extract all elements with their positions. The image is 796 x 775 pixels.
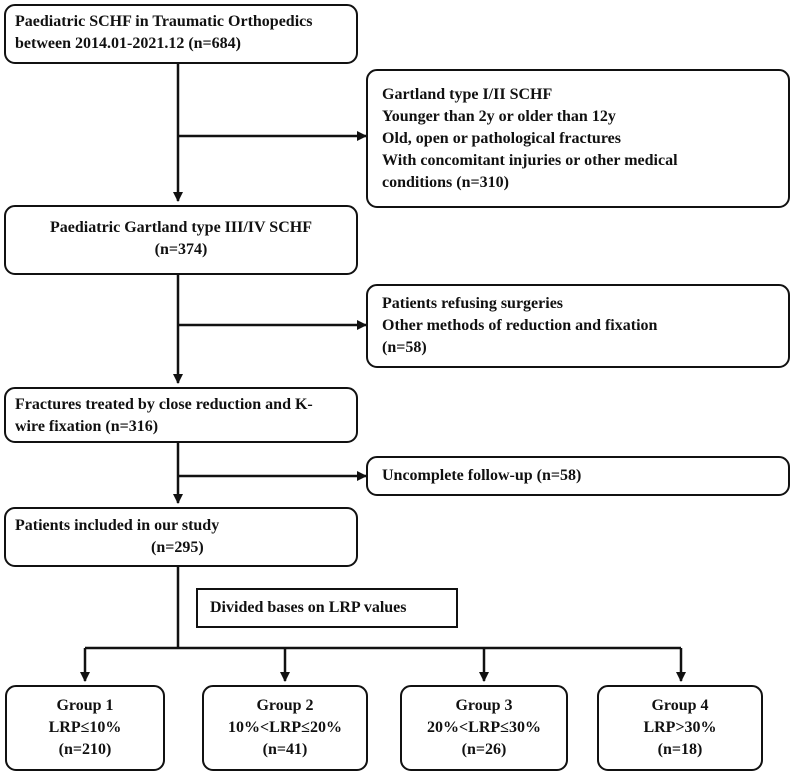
gartland-box: Paediatric Gartland type III/IV SCHF (n=… bbox=[4, 205, 358, 275]
excl1-line-3: Old, open or pathological fractures bbox=[382, 130, 621, 147]
group-1-range: LRP≤10% bbox=[48, 719, 122, 736]
exclusion-box-2: Patients refusing surgeries Other method… bbox=[366, 284, 790, 368]
excl2-line-2: Other methods of reduction and fixation bbox=[382, 317, 658, 334]
group-3-title: Group 3 bbox=[455, 697, 513, 714]
excl1-line-1: Gartland type I/II SCHF bbox=[382, 86, 553, 103]
exclusion-box-1: Gartland type I/II SCHF Younger than 2y … bbox=[366, 69, 790, 208]
included-line-1: Patients included in our study bbox=[15, 517, 220, 534]
excl2-line-1: Patients refusing surgeries bbox=[382, 295, 564, 312]
treated-line-2: wire fixation (n=316) bbox=[15, 418, 159, 435]
divided-line-1: Divided bases on LRP values bbox=[210, 599, 407, 616]
start-line-2: between 2014.01-2021.12 (n=684) bbox=[15, 35, 241, 52]
start-box: Paediatric SCHF in Traumatic Orthopedics… bbox=[4, 4, 358, 64]
group-2-range: 10%<LRP≤20% bbox=[228, 719, 342, 736]
group-4-title: Group 4 bbox=[651, 697, 709, 714]
group-4-count: (n=18) bbox=[657, 741, 703, 758]
group-2-box: Group 2 10%<LRP≤20% (n=41) bbox=[202, 685, 368, 771]
excl1-line-4: With concomitant injuries or other medic… bbox=[382, 152, 678, 169]
excl1-line-5: conditions (n=310) bbox=[382, 174, 509, 191]
group-3-box: Group 3 20%<LRP≤30% (n=26) bbox=[400, 685, 568, 771]
treated-box: Fractures treated by close reduction and… bbox=[4, 387, 358, 443]
group-4-box: Group 4 LRP>30% (n=18) bbox=[597, 685, 763, 771]
group-2-count: (n=41) bbox=[262, 741, 308, 758]
treated-line-1: Fractures treated by close reduction and… bbox=[15, 396, 313, 413]
start-line-1: Paediatric SCHF in Traumatic Orthopedics bbox=[15, 13, 313, 30]
gartland-line-2: (n=374) bbox=[154, 241, 208, 258]
group-1-box: Group 1 LRP≤10% (n=210) bbox=[5, 685, 165, 771]
group-3-count: (n=26) bbox=[461, 741, 507, 758]
excl2-line-3: (n=58) bbox=[382, 339, 427, 356]
included-line-2: (n=295) bbox=[151, 539, 204, 556]
group-4-range: LRP>30% bbox=[643, 719, 717, 736]
group-1-title: Group 1 bbox=[56, 697, 114, 714]
gartland-line-1: Paediatric Gartland type III/IV SCHF bbox=[50, 219, 312, 236]
excl3-line-1: Uncomplete follow-up (n=58) bbox=[382, 467, 582, 484]
included-box: Patients included in our study (n=295) bbox=[4, 507, 358, 567]
divided-box: Divided bases on LRP values bbox=[196, 588, 458, 628]
group-3-range: 20%<LRP≤30% bbox=[427, 719, 541, 736]
group-2-title: Group 2 bbox=[256, 697, 314, 714]
excl1-line-2: Younger than 2y or older than 12y bbox=[382, 108, 616, 125]
group-1-count: (n=210) bbox=[58, 741, 112, 758]
exclusion-box-3: Uncomplete follow-up (n=58) bbox=[366, 456, 790, 496]
